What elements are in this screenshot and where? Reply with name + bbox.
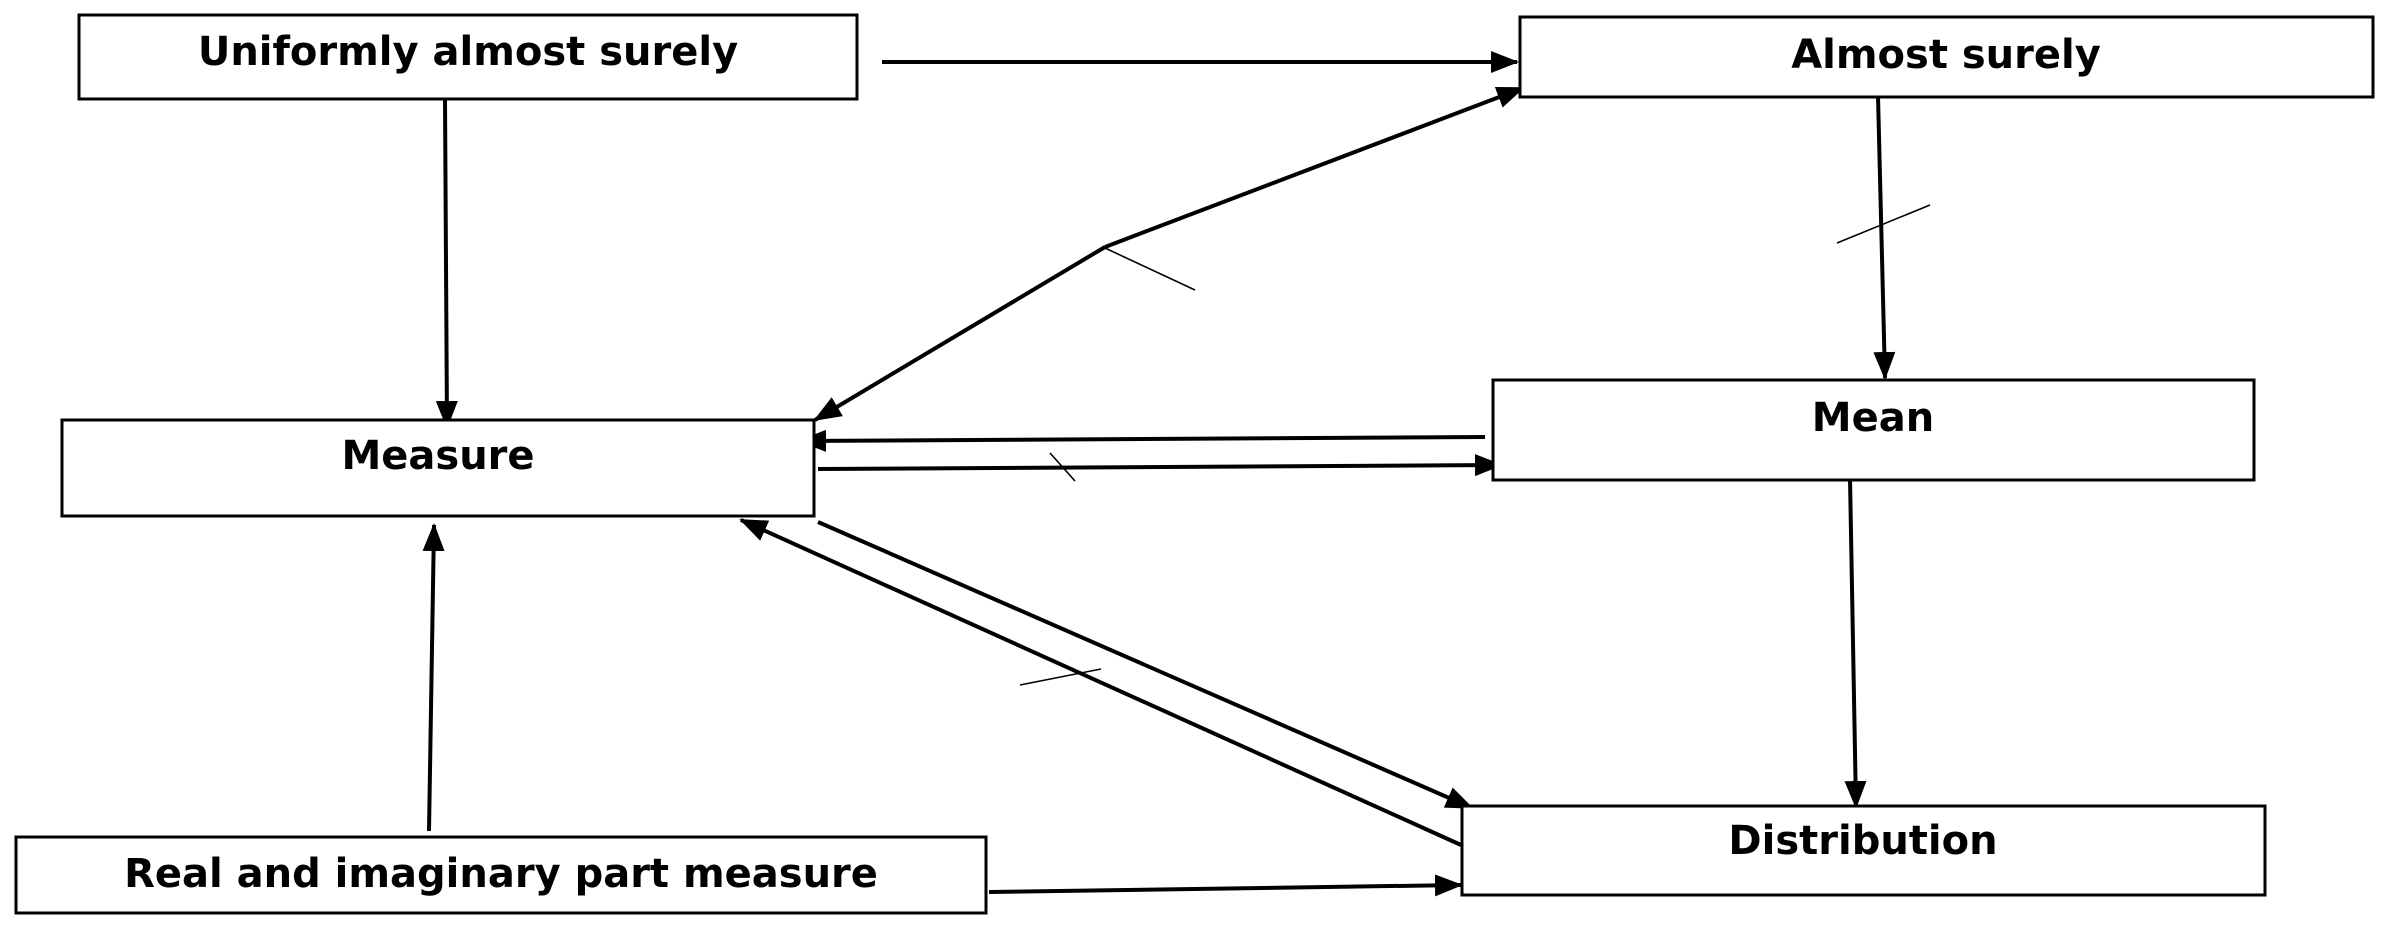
arrow-mean-to-measure (798, 429, 1486, 452)
edges (422, 51, 1931, 897)
arrow-real-imaginary-to-measure (422, 523, 445, 832)
node-almost-surely-label: Almost surely (1791, 32, 2101, 78)
node-uniformly-almost-surely-label: Uniformly almost surely (198, 29, 738, 75)
negation-tick-almost-surely-mean (1836, 204, 1931, 244)
negation-tick-measure-almost-surely (1104, 247, 1196, 291)
arrow-measure-to-mean (817, 454, 1503, 477)
arrow-almost-surely-to-measure (813, 245, 1107, 422)
node-real-imaginary-measure: Real and imaginary part measure (14, 835, 988, 915)
arrow-almost-surely-to-mean (1873, 95, 1896, 380)
arrow-mean-to-distribution (1844, 477, 1867, 809)
node-uniformly-almost-surely: Uniformly almost surely (77, 13, 859, 101)
node-almost-surely: Almost surely (1518, 15, 2375, 99)
arrow-measure-to-almost-surely (1104, 86, 1525, 249)
node-mean: Mean (1491, 378, 2256, 482)
arrow-real-imaginary-to-distribution (988, 874, 1463, 897)
node-real-imaginary-measure-label: Real and imaginary part measure (124, 851, 878, 897)
arrow-measure-to-distribution (817, 520, 1474, 810)
negation-tick-measure-mean (1049, 452, 1076, 482)
negation-tick-distribution-measure (1019, 668, 1102, 686)
node-distribution-label: Distribution (1728, 818, 1997, 864)
node-mean-label: Mean (1812, 395, 1934, 441)
node-measure-label: Measure (341, 433, 534, 479)
arrow-uniform-to-measure (435, 99, 458, 429)
node-measure: Measure (60, 418, 816, 518)
arrow-distribution-to-measure (739, 518, 1462, 847)
node-distribution: Distribution (1460, 804, 2267, 897)
